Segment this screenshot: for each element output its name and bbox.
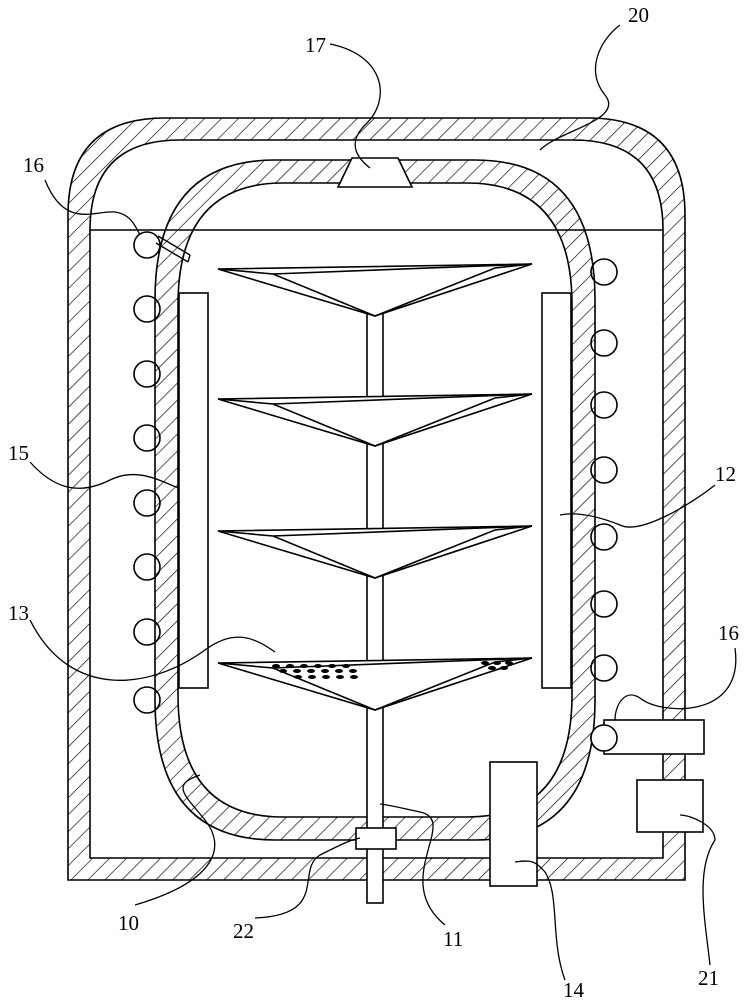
tray-1 xyxy=(218,264,532,316)
stirring-shaft xyxy=(367,268,383,903)
baffle-right xyxy=(542,293,571,688)
tray-4 xyxy=(218,658,532,710)
tray-3 xyxy=(218,526,532,578)
leader-17 xyxy=(330,44,380,168)
label-14: 14 xyxy=(563,978,585,1000)
label-22: 22 xyxy=(233,919,254,943)
baffle-left xyxy=(179,293,208,688)
label-16-right: 16 xyxy=(718,621,739,645)
coil-tube xyxy=(134,232,160,258)
controller-box xyxy=(637,780,703,832)
label-20: 20 xyxy=(628,3,649,27)
label-21: 21 xyxy=(698,966,719,990)
label-10: 10 xyxy=(118,911,139,935)
label-16-top: 16 xyxy=(23,153,44,177)
outlet-pipe xyxy=(591,720,704,754)
label-17: 17 xyxy=(305,33,326,57)
label-12: 12 xyxy=(715,462,736,486)
bearing xyxy=(356,828,396,849)
label-11: 11 xyxy=(443,927,463,951)
label-15: 15 xyxy=(8,441,29,465)
tray-2 xyxy=(218,394,532,446)
label-13: 13 xyxy=(8,601,29,625)
motor xyxy=(490,762,537,886)
top-nozzle xyxy=(338,158,412,187)
